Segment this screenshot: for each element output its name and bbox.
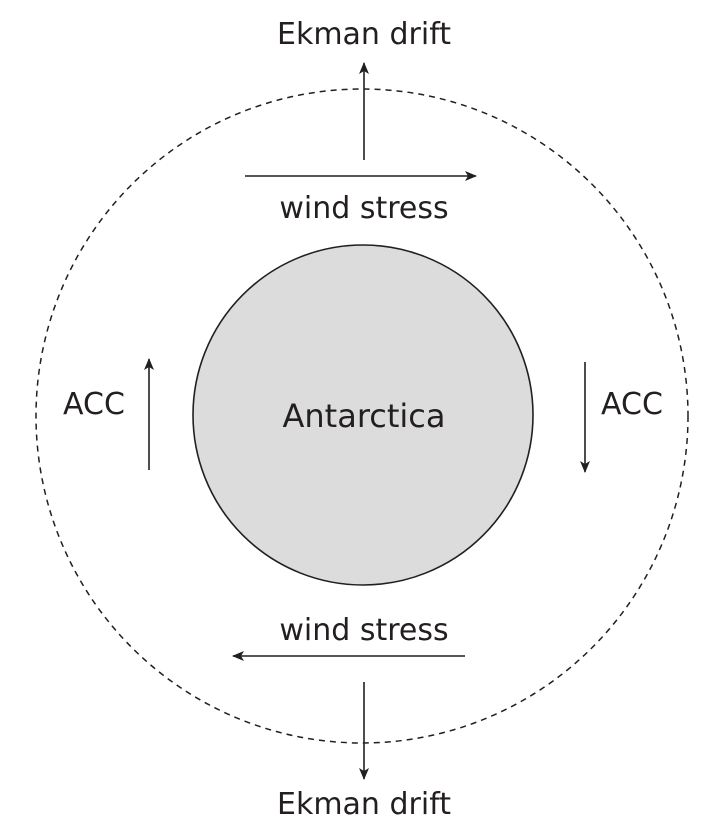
wind-stress-top-label: wind stress	[279, 191, 448, 226]
southern-ocean-boundary-ring	[35, 88, 689, 744]
ekman-drift-top-label: Ekman drift	[277, 17, 451, 52]
acc-right-label: ACC	[601, 387, 663, 422]
antarctica-label: Antarctica	[282, 397, 445, 435]
antarctica-continent	[192, 244, 534, 586]
wind-stress-bottom-label: wind stress	[279, 613, 448, 648]
acc-left-label: ACC	[63, 387, 125, 422]
ekman-drift-bottom-label: Ekman drift	[277, 787, 451, 822]
